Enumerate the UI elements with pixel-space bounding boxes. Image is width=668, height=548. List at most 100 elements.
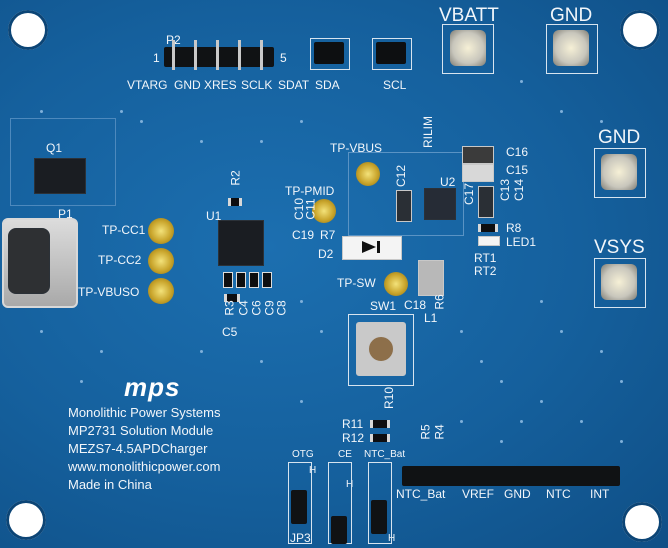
ref-r10: R10 (382, 386, 397, 410)
mosfet-q1 (34, 158, 86, 194)
jumper-sda-outline (310, 38, 350, 70)
via (260, 360, 263, 363)
terminal-gnd-right-label: GND (598, 127, 641, 148)
tp-pmid[interactable] (312, 199, 336, 223)
tp-vbus[interactable] (356, 162, 380, 186)
via (120, 110, 123, 113)
jumper-sda-label: SDA (315, 78, 340, 92)
mps-logo: mps (124, 372, 181, 402)
tp-cc2[interactable] (148, 248, 174, 274)
info-made-in: Made in China (68, 477, 152, 492)
resistor-r11 (370, 420, 390, 428)
terminal-vsys-outline (594, 258, 646, 308)
ref-r5: R5 (418, 424, 433, 440)
ref-c15: C15 (506, 163, 529, 177)
header-p2-pin (238, 40, 241, 70)
cap-c16 (462, 146, 494, 164)
header-p2-pin-first: 1 (153, 51, 160, 65)
jumper-sda[interactable] (314, 42, 344, 64)
ref-r11: R11 (342, 417, 364, 431)
ref-r4: R4 (432, 424, 447, 440)
cap-c13 (478, 186, 494, 218)
ref-r8: R8 (506, 221, 522, 235)
jumper-ntc-bat-outline (368, 462, 392, 544)
header-p2-pin-label-sdat: SDAT (278, 78, 310, 92)
ref-c5: C5 (222, 325, 238, 339)
ref-c4: C4 (236, 300, 251, 316)
info-part: MEZS7-4.5APDCharger (68, 441, 208, 456)
header-p2-pin (194, 40, 197, 70)
via (620, 440, 623, 443)
header-p2-pin-label-vtarg: VTARG (127, 78, 168, 92)
ref-c11: C11 (303, 198, 318, 220)
switch-sw1-button[interactable] (368, 336, 394, 362)
tp-cc1[interactable] (148, 218, 174, 244)
ref-c17: C17 (462, 182, 477, 206)
ref-r7: R7 (320, 228, 336, 242)
terminal-vsys[interactable] (601, 264, 637, 300)
via (520, 420, 523, 423)
inductor-l1 (418, 260, 444, 296)
header-p2-pin-label-sclk: SCLK (241, 78, 273, 92)
tp-vbuso[interactable] (148, 278, 174, 304)
via (300, 300, 303, 303)
ref-c6: C6 (249, 300, 264, 316)
ref-c18: C18 (404, 298, 427, 312)
terminal-gnd-right-outline (594, 148, 646, 198)
resistor-r3 (224, 294, 240, 302)
terminal-gnd-top-label: GND (550, 5, 593, 26)
ref-l1: L1 (424, 311, 438, 325)
via (560, 110, 563, 113)
jumper-otg[interactable] (291, 490, 307, 524)
jumper-scl[interactable] (376, 42, 406, 64)
ref-c19: C19 (292, 228, 315, 242)
jumper-ce[interactable] (331, 516, 347, 544)
terminal-gnd-right[interactable] (601, 154, 637, 190)
jumper-otg-label: OTG (292, 449, 314, 460)
tp-sw-label: TP-SW (337, 276, 376, 290)
mounting-hole-top-right (620, 10, 660, 50)
cap-c6 (249, 272, 259, 288)
resistor-r12 (370, 434, 390, 442)
header-bottom-label-gnd: GND (504, 487, 531, 501)
terminal-vsys-label: VSYS (594, 237, 645, 258)
ref-d2: D2 (318, 247, 334, 261)
header-p2 (164, 47, 274, 67)
jumper-scl-label: SCL (383, 78, 407, 92)
usb-c-opening (8, 228, 50, 294)
via (300, 120, 303, 123)
ref-c16: C16 (506, 145, 529, 159)
info-module: MP2731 Solution Module (68, 423, 214, 438)
tp-sw[interactable] (384, 272, 408, 296)
header-bottom-label-ntc-bat: NTC_Bat (396, 487, 446, 501)
terminal-vbatt[interactable] (450, 30, 486, 66)
jumper-otg-outline (288, 462, 312, 544)
terminal-gnd-top-outline (546, 24, 598, 74)
ref-sw1: SW1 (370, 299, 397, 313)
cap-c5 (223, 272, 233, 288)
ref-led1: LED1 (506, 235, 537, 249)
via (540, 400, 543, 403)
jumper-ntc-bat[interactable] (371, 500, 387, 534)
via (540, 300, 543, 303)
terminal-gnd-top[interactable] (553, 30, 589, 66)
info-company: Monolithic Power Systems (68, 405, 221, 420)
ref-r6: R6 (432, 294, 447, 310)
ic-u1 (218, 220, 264, 266)
ref-rilim: RILIM (421, 115, 436, 149)
header-p2-pin (216, 40, 219, 70)
tp-cc2-label: TP-CC2 (98, 253, 142, 267)
led1 (478, 236, 500, 246)
ref-c14: C14 (512, 178, 527, 202)
via (300, 400, 303, 403)
ref-c8: C8 (274, 300, 289, 316)
via (100, 350, 103, 353)
resistor-r2 (228, 198, 242, 206)
via (500, 380, 503, 383)
q1-outline (10, 118, 116, 206)
ref-r12: R12 (342, 431, 365, 445)
header-bottom-label-int: INT (590, 487, 610, 501)
via (500, 440, 503, 443)
via (40, 330, 43, 333)
